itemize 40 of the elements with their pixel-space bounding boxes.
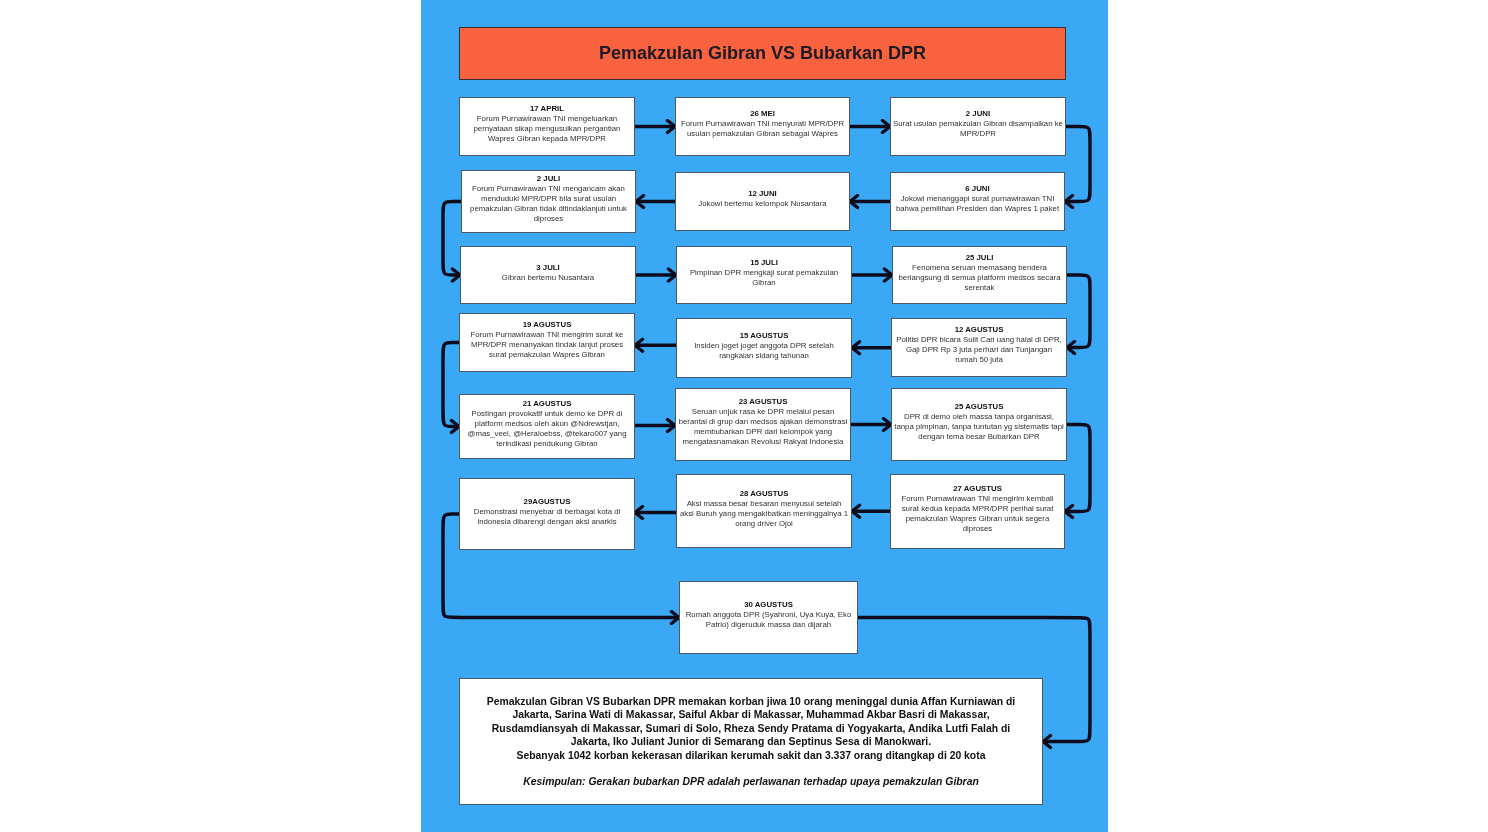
arrow bbox=[441, 340, 461, 435]
event-box bbox=[675, 172, 850, 231]
arrow bbox=[851, 416, 893, 433]
arrow bbox=[633, 337, 676, 353]
arrow bbox=[850, 503, 890, 519]
event-box bbox=[891, 318, 1067, 377]
title-text: Pemakzulan Gibran VS Bubarkan DPR bbox=[598, 43, 927, 64]
arrow bbox=[848, 193, 890, 210]
event-box bbox=[675, 388, 851, 461]
event-box bbox=[459, 97, 635, 156]
event-box bbox=[890, 474, 1065, 549]
event-box bbox=[675, 97, 850, 156]
arrow bbox=[850, 118, 892, 135]
event-box bbox=[890, 172, 1065, 231]
summary-text: Sebanyak 1042 korban kekerasan dilarikan kerumah sakit dan 3.337 orang ditangkap di 20 kota bbox=[516, 748, 986, 762]
event-box bbox=[676, 246, 852, 304]
arrow bbox=[634, 193, 675, 210]
event-box bbox=[459, 478, 635, 550]
arrow bbox=[633, 504, 676, 521]
arrow bbox=[850, 340, 891, 356]
arrow bbox=[852, 267, 894, 283]
arrow bbox=[635, 417, 677, 434]
arrow bbox=[858, 615, 1092, 750]
summary-box bbox=[459, 678, 1043, 805]
arrow bbox=[636, 267, 678, 283]
event-box bbox=[891, 388, 1067, 461]
event-box bbox=[676, 474, 852, 548]
arrow bbox=[441, 199, 462, 283]
event-box bbox=[460, 246, 636, 304]
event-box bbox=[461, 170, 636, 233]
event-box bbox=[890, 97, 1066, 156]
event-box bbox=[676, 318, 852, 378]
event-box bbox=[459, 394, 635, 459]
event-box bbox=[459, 313, 635, 372]
arrow bbox=[635, 118, 677, 135]
event-box bbox=[679, 581, 858, 654]
arrow bbox=[441, 512, 681, 626]
event-box bbox=[892, 246, 1067, 304]
summary-text: Pemakzulan Gibran VS Bubarkan DPR memakan korban jiwa 10 orang meninggal dunia Affan Kurniawan di Jakarta, Sarina Wati di Makassar, Saiful Akbar di Makassar, Muhammad Akbar Basri di Makassar, Rusdamdiansyah di Makassar, Sumari di Solo, Rheza Sendy Pratama di Yogyakarta, Andika Lutfi Falah di Jakarta, Iko Juliant Junior di Semarang dan Septinus Sesa di Manokwari. bbox=[485, 694, 1017, 749]
conclusion-text: Kesimpulan: Gerakan bubarkan DPR adalah perlawanan terhadap upaya pemakzulan Gibran bbox=[523, 775, 979, 789]
